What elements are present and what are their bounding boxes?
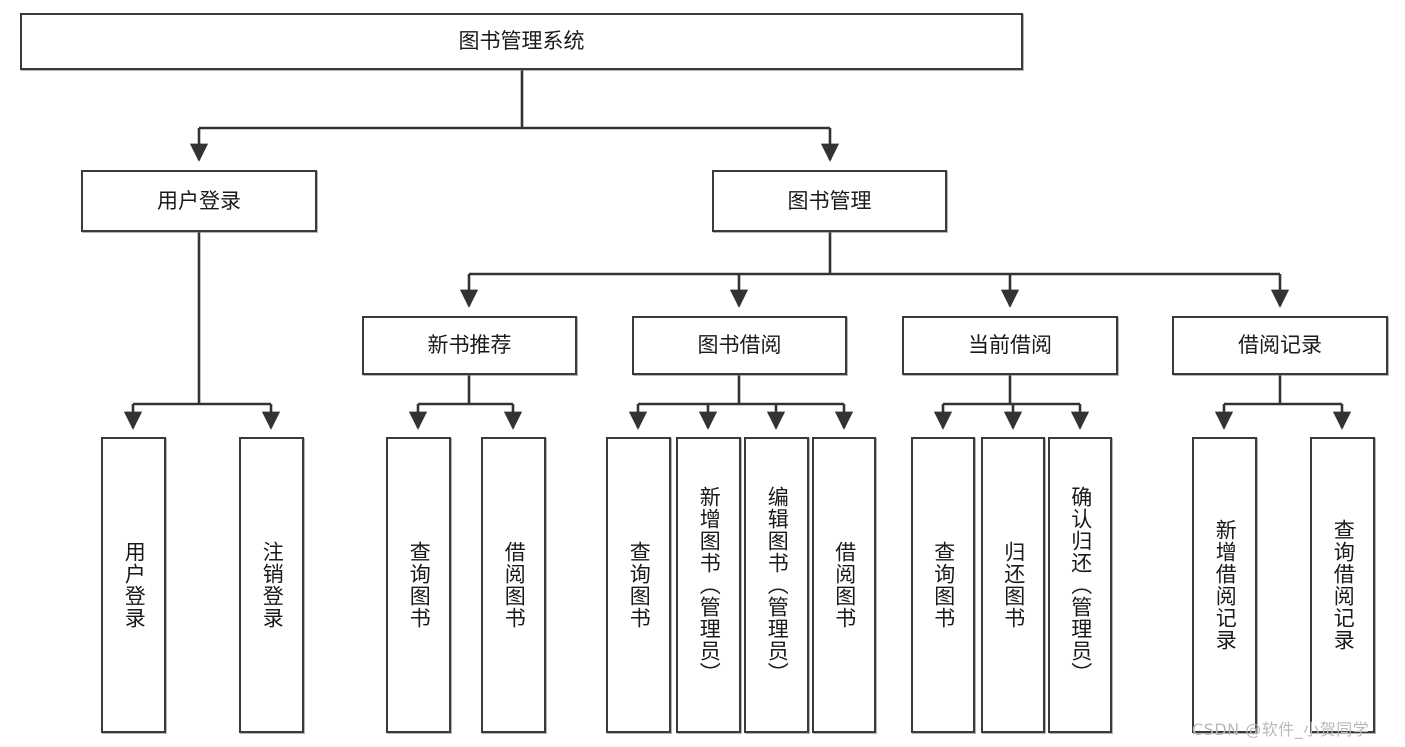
node-label: 新增图书（管理员）	[697, 486, 722, 684]
node-label: 图书管理系统	[458, 29, 585, 54]
node-label: 新增借阅记录	[1213, 519, 1238, 651]
node-leaf-query-book-1[interactable]: 查询图书	[386, 437, 451, 733]
node-label: 归还图书	[1001, 541, 1026, 629]
node-label: 借阅记录	[1238, 333, 1322, 358]
node-label: 新书推荐	[427, 333, 512, 358]
node-leaf-borrow-book-2[interactable]: 借阅图书	[812, 437, 876, 733]
node-current-borrow[interactable]: 当前借阅	[902, 316, 1118, 375]
node-leaf-add-book[interactable]: 新增图书（管理员）	[676, 437, 741, 733]
node-leaf-logout[interactable]: 注销登录	[239, 437, 304, 733]
node-label: 查询图书	[931, 541, 956, 629]
node-book-manage[interactable]: 图书管理	[712, 170, 947, 232]
node-label: 用户登录	[122, 541, 147, 629]
node-label: 查询图书	[627, 541, 652, 629]
node-label: 图书管理	[787, 188, 872, 213]
node-borrow-record[interactable]: 借阅记录	[1172, 316, 1388, 375]
node-label: 确认归还（管理员）	[1068, 486, 1093, 684]
csdn-watermark: CSDN @软件_小贺同学	[1192, 720, 1370, 739]
node-root[interactable]: 图书管理系统	[20, 13, 1023, 70]
node-leaf-add-record[interactable]: 新增借阅记录	[1192, 437, 1257, 733]
node-label: 借阅图书	[502, 541, 527, 629]
node-leaf-query-book-2[interactable]: 查询图书	[606, 437, 671, 733]
node-label: 注销登录	[260, 541, 285, 629]
node-label: 查询借阅记录	[1331, 519, 1356, 651]
node-leaf-query-book-3[interactable]: 查询图书	[911, 437, 975, 733]
node-leaf-return-book[interactable]: 归还图书	[981, 437, 1045, 733]
node-label: 图书借阅	[697, 333, 782, 358]
node-user-login[interactable]: 用户登录	[81, 170, 317, 232]
node-label: 当前借阅	[968, 333, 1052, 358]
node-book-borrow[interactable]: 图书借阅	[632, 316, 847, 375]
node-label: 用户登录	[157, 188, 241, 213]
node-leaf-confirm-return[interactable]: 确认归还（管理员）	[1048, 437, 1112, 733]
node-label: 查询图书	[407, 541, 432, 629]
node-leaf-user-login[interactable]: 用户登录	[101, 437, 166, 733]
node-leaf-query-record[interactable]: 查询借阅记录	[1310, 437, 1375, 733]
node-new-book-recommend[interactable]: 新书推荐	[362, 316, 577, 375]
node-leaf-edit-book[interactable]: 编辑图书（管理员）	[744, 437, 809, 733]
node-leaf-borrow-book-1[interactable]: 借阅图书	[481, 437, 546, 733]
node-label: 编辑图书（管理员）	[765, 486, 790, 684]
node-label: 借阅图书	[832, 541, 857, 629]
